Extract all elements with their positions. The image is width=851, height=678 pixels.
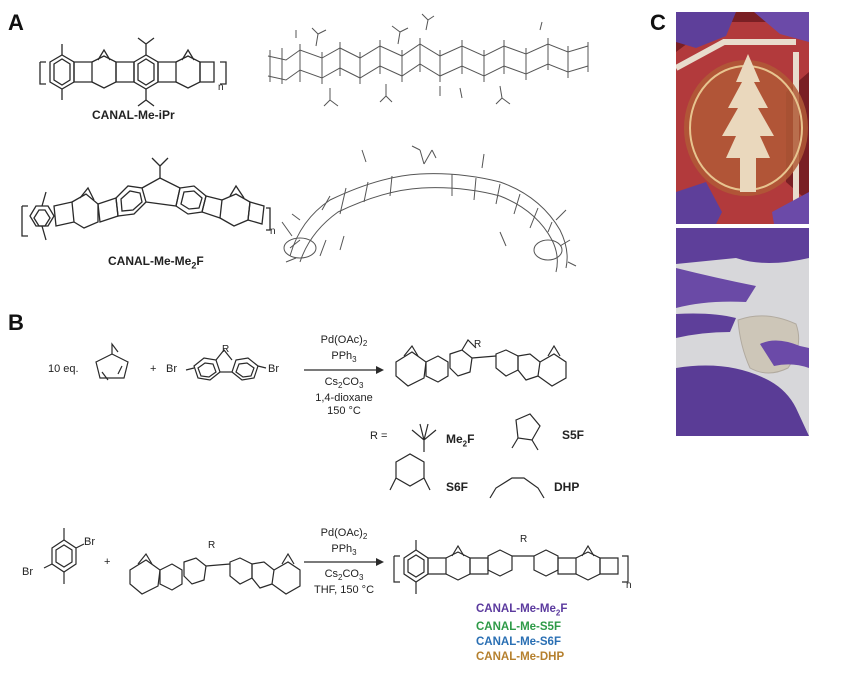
r-option-s6f: S6F (446, 480, 469, 494)
legend-item-s6f: CANAL-Me-S6F (476, 636, 561, 649)
polymer2-name: CANAL-Me-Me2F (108, 254, 204, 271)
br-right-1: Br (268, 363, 279, 375)
legend-item-s5f: CANAL-Me-S5F (476, 621, 561, 634)
norbornadiene-structure (96, 344, 128, 380)
dibromo-xylene-structure (44, 528, 84, 584)
polymer2-3d-model (282, 146, 576, 272)
photo-flexible-film (676, 228, 809, 436)
r-group-me2f (412, 424, 436, 452)
plus-sign-1: + (150, 363, 157, 375)
polymer2-repeat-n: n (270, 226, 276, 237)
polymer1-repeat-n: n (218, 82, 224, 93)
br-left-1: Br (166, 363, 177, 375)
r-label-1: R (222, 344, 230, 355)
equiv-label: 10 eq. (48, 363, 79, 375)
br-bottom-xylene: Br (22, 566, 33, 578)
polymer1-name: CANAL-Me-iPr (92, 108, 175, 122)
r-label-final: R (520, 534, 528, 545)
r-option-s5f: S5F (562, 428, 585, 442)
bis-norbornene-monomer-structure (130, 554, 300, 594)
legend-item-me2f: CANAL-Me-Me2F (476, 603, 568, 618)
r-group-s6f (390, 454, 430, 490)
panel-c-label: C (650, 10, 666, 35)
panel-b-label: B (8, 310, 24, 335)
r-label-product1: R (474, 339, 482, 350)
r-option-dhp: DHP (554, 480, 580, 494)
reaction2-reagents-bottom: Cs2CO3 THF, 150 °C (313, 568, 375, 597)
polymer2-2d-structure (22, 158, 270, 240)
film-on-logo-illustration (676, 12, 809, 224)
flexible-film-illustration (676, 228, 809, 436)
final-polymer-repeat-n: n (626, 580, 632, 591)
reaction1-reagents-bottom: Cs2CO3 1,4-dioxane 150 °C (315, 376, 373, 418)
r-group-dhp (490, 478, 544, 498)
legend-item-dhp: CANAL-Me-DHP (476, 651, 565, 664)
reaction1-reagents-top: Pd(OAc)2 PPh3 (320, 334, 368, 365)
r-option-me2f: Me2F (446, 432, 475, 449)
polymer1-3d-model (268, 14, 588, 106)
plus-sign-2: + (104, 556, 111, 568)
final-polymer-structure (394, 540, 628, 594)
br-top-xylene: Br (84, 536, 95, 548)
r-group-s5f (512, 414, 540, 450)
polymer1-2d-structure (40, 38, 226, 106)
reaction2-reagents-top: Pd(OAc)2 PPh3 (320, 527, 368, 558)
r-label-2: R (208, 540, 216, 551)
polymer-legend: CANAL-Me-Me2F CANAL-Me-S5F CANAL-Me-S6F … (476, 602, 567, 665)
photo-film-on-logo (676, 12, 809, 224)
product1-structure (396, 340, 566, 386)
dibromo-monomer-structure (186, 350, 266, 380)
panel-a-label: A (8, 10, 24, 35)
r-equals-label: R = (370, 430, 388, 442)
